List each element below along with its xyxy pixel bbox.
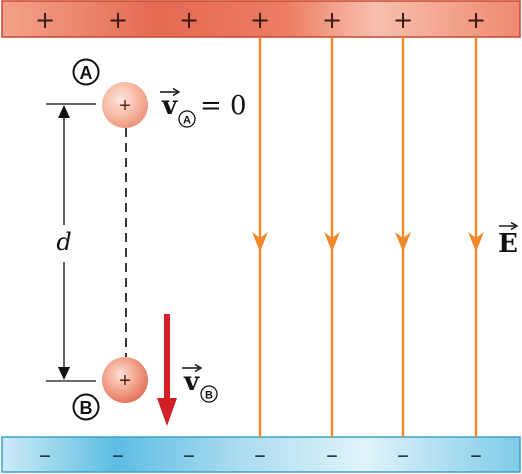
velocity-b-subscript: B: [205, 390, 213, 402]
velocity-a-subscript: A: [183, 115, 191, 127]
particle-b-charge: +: [119, 370, 131, 392]
field-label: E: [498, 221, 519, 259]
distance-marker: d: [46, 103, 96, 382]
arrowhead-up-icon: [58, 105, 70, 118]
negative-charge-symbol: –: [183, 441, 195, 469]
field-line: [395, 37, 411, 437]
velocity-a-symbol: v: [161, 91, 178, 121]
point-a-marker: [72, 58, 100, 86]
positive-charge-symbol: +: [322, 6, 342, 34]
velocity-b-arrow: [157, 314, 177, 426]
negative-charge-symbol: –: [254, 441, 266, 469]
negative-charge-symbol: –: [39, 441, 51, 469]
velocity-a-vector-arrow-icon: [160, 87, 181, 97]
negative-plate: –––––––: [1, 436, 521, 473]
positive-charge-symbol: +: [108, 6, 128, 34]
positive-plate: + + + + + + +: [1, 0, 521, 38]
negative-charge-symbol: –: [112, 441, 124, 469]
positive-charge-symbol: +: [466, 6, 486, 34]
positive-charge-symbol: +: [393, 6, 413, 34]
negative-charge-symbol: –: [470, 441, 482, 469]
velocity-b-symbol: v: [183, 367, 200, 397]
point-b-label: B: [80, 398, 93, 418]
point-a-label: A: [80, 63, 93, 83]
negative-charge-symbol: –: [397, 441, 409, 469]
field-line: [324, 37, 340, 437]
point-a: A + v A = 0: [72, 58, 247, 128]
velocity-b-vector-arrow-icon: [182, 363, 203, 373]
field-line: [468, 37, 484, 437]
velocity-a-value: = 0: [200, 91, 247, 121]
field-arrowhead-icon: [395, 232, 411, 252]
arrowhead-down-icon: [58, 367, 70, 380]
positive-charge-symbol: +: [250, 6, 270, 34]
field-vector-arrow-icon: [499, 221, 519, 231]
velocity-b-arrowhead-icon: [157, 398, 177, 426]
positive-charge-symbol: +: [35, 6, 55, 34]
positive-charge-symbol: +: [179, 6, 199, 34]
negative-plate-charges: –––––––: [39, 441, 482, 469]
particle-a: [102, 82, 148, 128]
field-arrowhead-icon: [468, 232, 484, 252]
negative-charge-symbol: –: [326, 441, 338, 469]
electric-field-lines: [252, 37, 484, 437]
point-b: B + v B: [72, 314, 218, 426]
velocity-b-label: v B: [182, 363, 218, 403]
velocity-a-subscript-marker: [178, 110, 196, 128]
positive-plate-charges: + + + + + + +: [35, 6, 486, 34]
particle-b: [102, 357, 148, 403]
field-arrowhead-icon: [324, 232, 340, 252]
field-label-text: E: [498, 229, 518, 259]
velocity-a-label: v A = 0: [160, 87, 247, 128]
field-arrowhead-icon: [252, 232, 268, 252]
velocity-b-subscript-marker: [200, 385, 218, 403]
point-b-marker: [72, 393, 100, 421]
particle-a-charge: +: [119, 95, 131, 117]
distance-label: d: [56, 228, 71, 256]
field-line: [252, 37, 268, 437]
